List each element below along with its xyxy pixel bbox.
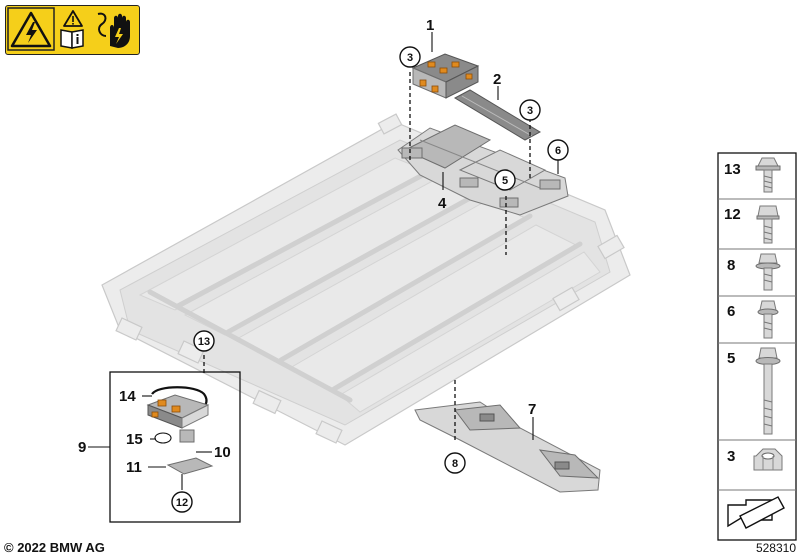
legend-number-5: 5 (727, 350, 735, 367)
callout-5: 5 (494, 169, 516, 191)
legend-number-6: 6 (727, 303, 735, 320)
callout-2: 2 (493, 71, 501, 88)
callout-13: 13 (193, 330, 215, 352)
svg-text:13: 13 (198, 336, 210, 348)
hex-bolt-icon (756, 205, 780, 244)
detail-inset (109, 371, 241, 523)
underbody-shield (414, 401, 601, 493)
callout-15: 15 (126, 431, 143, 448)
long-hex-bolt-icon (755, 347, 781, 435)
document-number: 528310 (755, 541, 796, 555)
callout-1: 1 (426, 17, 434, 34)
svg-text:8: 8 (452, 458, 458, 470)
warning-panel-graphics (7, 7, 130, 51)
svg-text:6: 6 (555, 145, 561, 157)
callout-6: 6 (547, 139, 569, 161)
hex-nut-icon (753, 448, 783, 471)
callout-9: 9 (78, 439, 86, 456)
callout-12: 12 (171, 491, 193, 513)
electrical-gloves-icon (97, 12, 130, 48)
legend-number-8: 8 (727, 257, 735, 274)
control-unit (411, 53, 480, 99)
legend-number-13: 13 (724, 161, 741, 178)
read-manual-warning-icon (60, 10, 84, 49)
callout-3-top: 3 (399, 46, 421, 68)
copyright-notice: © 2022 BMW AG (4, 540, 105, 555)
callout-4: 4 (438, 195, 447, 212)
orientation-arrow-icon (727, 496, 785, 529)
svg-text:3: 3 (527, 105, 533, 117)
callout-14: 14 (119, 388, 136, 405)
hex-bolt-washer-icon (755, 253, 781, 291)
warning-panel (5, 5, 140, 55)
legend-number-3: 3 (727, 448, 735, 465)
callout-8: 8 (444, 452, 466, 474)
high-voltage-warning-icon (7, 7, 55, 51)
svg-text:3: 3 (407, 52, 413, 64)
callout-7: 7 (528, 401, 536, 418)
legend-number-12: 12 (724, 206, 741, 223)
flange-bolt-icon (755, 157, 781, 193)
hex-bolt-small-icon (757, 300, 779, 339)
battery-housing-tray (101, 113, 631, 446)
svg-text:12: 12 (176, 497, 188, 509)
mounting-bracket-assembly (397, 124, 569, 216)
fastener-legend: 13 12 8 6 5 3 (717, 152, 797, 541)
cover-strip (453, 89, 542, 141)
callout-10: 10 (214, 444, 231, 461)
svg-text:5: 5 (502, 175, 508, 187)
callout-11: 11 (126, 459, 142, 476)
callout-3-right: 3 (519, 99, 541, 121)
